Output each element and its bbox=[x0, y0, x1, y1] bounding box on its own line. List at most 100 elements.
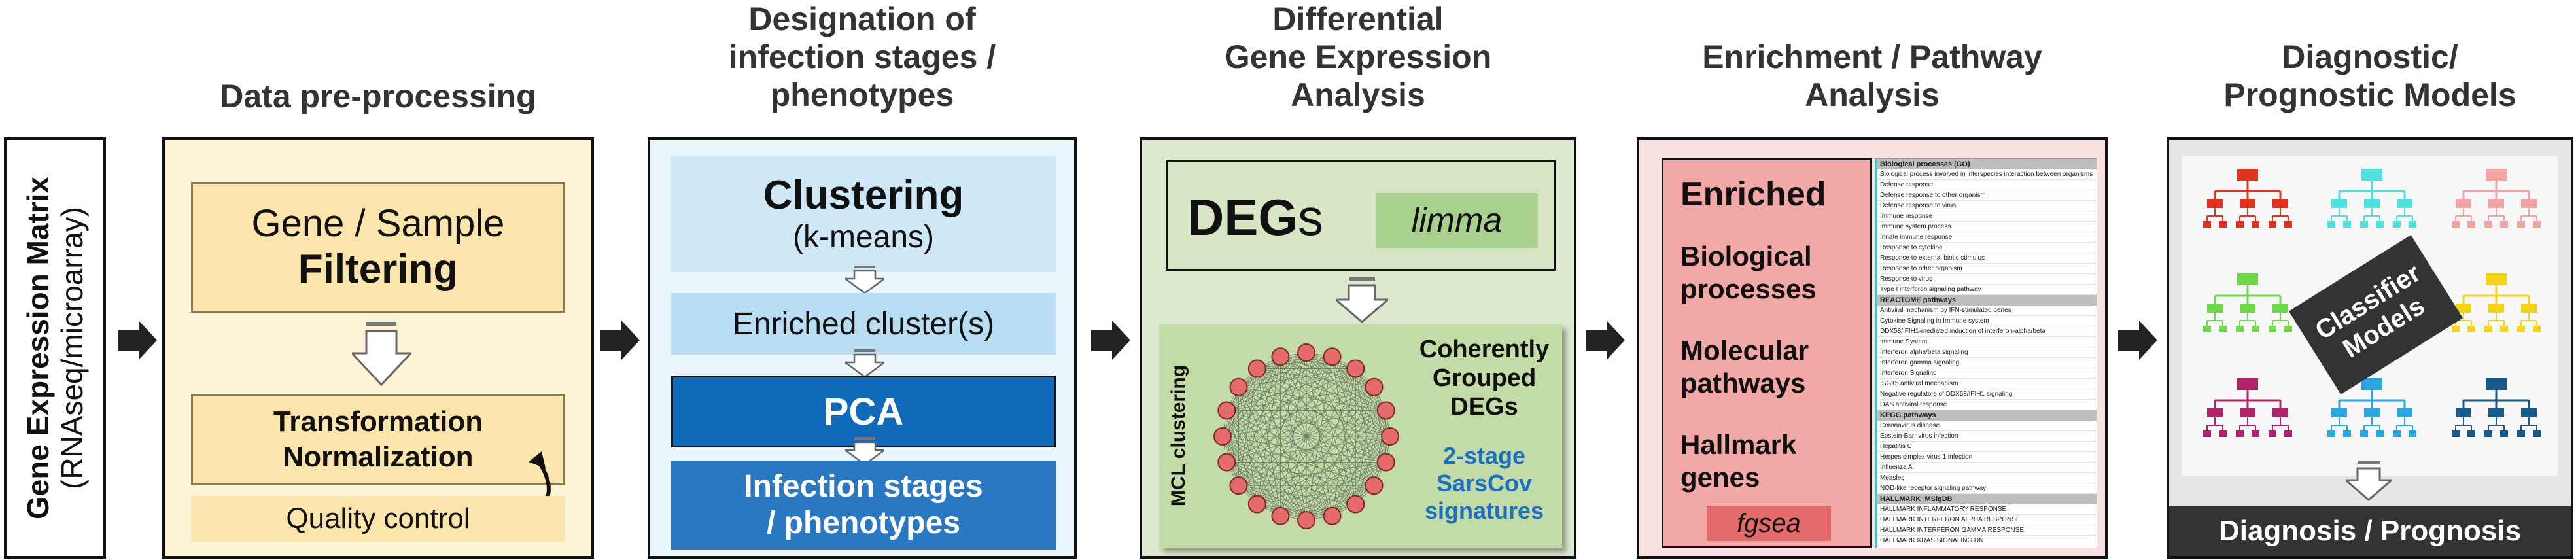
network-edge bbox=[1280, 357, 1307, 521]
network-edge bbox=[1306, 352, 1391, 437]
table-row: HALLMARK KRAS SIGNALING DN bbox=[1877, 536, 2097, 546]
network-edge bbox=[1306, 357, 1332, 521]
network-edge bbox=[1238, 368, 1258, 486]
network-edge bbox=[1355, 368, 1374, 486]
network-edge bbox=[1374, 387, 1387, 463]
network-edge bbox=[1226, 387, 1239, 463]
arrow-right-icon bbox=[1586, 321, 1625, 360]
network-edge bbox=[1355, 436, 1391, 504]
network-edge bbox=[1306, 352, 1374, 388]
network-graph bbox=[1213, 343, 1399, 529]
stage5-title: Diagnostic/ Prognostic Models bbox=[2223, 39, 2516, 113]
network-edge bbox=[1222, 436, 1307, 521]
enriched-clusters-box: Enriched cluster(s) bbox=[671, 293, 1056, 355]
decision-tree-icon bbox=[2452, 273, 2541, 332]
network-edge bbox=[1226, 410, 1239, 486]
network-edge bbox=[1257, 357, 1281, 504]
network-edge bbox=[1280, 504, 1356, 517]
infection-stages-box: Infection stages / phenotypes bbox=[671, 461, 1056, 550]
stage3-title: Differential Gene Expression Analysis bbox=[1224, 1, 1492, 113]
mcl-box: MCL clustering Coherently Grouped DEGs 2… bbox=[1159, 324, 1562, 548]
signatures-label: 2-stage SarsCov signatures bbox=[1424, 442, 1544, 524]
network-edge bbox=[1280, 356, 1391, 437]
network-edge bbox=[1226, 410, 1258, 504]
network-node bbox=[1247, 495, 1266, 514]
network-edge bbox=[1280, 352, 1307, 516]
table-row: HALLMARK INFLAMMATORY RESPONSE bbox=[1877, 504, 2097, 515]
network-edge bbox=[1238, 410, 1386, 486]
enriched-box: Enriched Biological processes Molecular … bbox=[1662, 158, 1872, 548]
network-edge bbox=[1280, 357, 1374, 486]
coherent-degs-label: Coherently Grouped DEGs bbox=[1419, 336, 1550, 421]
table-row: Response to virus bbox=[1877, 274, 2097, 285]
network-node bbox=[1229, 377, 1248, 396]
network-edge bbox=[1280, 356, 1356, 369]
network-edge bbox=[1332, 356, 1387, 411]
network-edge bbox=[1257, 357, 1332, 504]
table-row: Immune system process bbox=[1877, 222, 2097, 232]
table-row: Biological process involved in interspec… bbox=[1877, 169, 2097, 180]
table-row: ISG15 antiviral mechanism bbox=[1877, 379, 2097, 389]
network-edge bbox=[1226, 410, 1332, 517]
table-row: Antiviral mechanism by IFN-stimulated ge… bbox=[1877, 306, 2097, 316]
table-section-header: HALLMARK_MSigDB bbox=[1877, 494, 2097, 504]
network-node bbox=[1365, 476, 1384, 495]
network-node bbox=[1217, 401, 1236, 420]
network-node bbox=[1247, 359, 1266, 378]
network-edge bbox=[1238, 387, 1281, 516]
arrow-down-icon bbox=[845, 266, 884, 294]
network-node bbox=[1323, 506, 1342, 525]
table-row: Measles bbox=[1877, 473, 2097, 483]
network-edge bbox=[1280, 462, 1386, 517]
decision-tree-icon bbox=[2452, 378, 2541, 437]
table-section-header: KEGG pathways bbox=[1877, 410, 2097, 421]
network-node bbox=[1297, 343, 1315, 362]
network-edge bbox=[1238, 485, 1356, 504]
network-node bbox=[1323, 347, 1342, 366]
decision-tree-icon bbox=[2203, 169, 2292, 228]
network-edge bbox=[1238, 387, 1258, 504]
network-edge bbox=[1238, 352, 1307, 388]
network-edge bbox=[1238, 357, 1281, 486]
network-edge bbox=[1222, 357, 1281, 437]
network-edge bbox=[1257, 368, 1374, 388]
table-row: Defense response to other organism bbox=[1877, 190, 2097, 201]
network-edge bbox=[1280, 356, 1374, 388]
filtering-box: Gene / Sample Filtering bbox=[191, 182, 565, 313]
table-row: Interferon gamma signaling bbox=[1877, 358, 2097, 368]
network-edge bbox=[1257, 368, 1332, 516]
arrow-down-icon bbox=[845, 437, 884, 466]
network-edge bbox=[1238, 387, 1356, 504]
network-edge bbox=[1280, 357, 1356, 504]
decision-tree-icon bbox=[2203, 378, 2292, 437]
pca-box: PCA bbox=[671, 376, 1056, 447]
network-edge bbox=[1238, 387, 1307, 521]
network-edge bbox=[1227, 410, 1391, 437]
network-node bbox=[1229, 476, 1248, 495]
network-edge bbox=[1227, 356, 1332, 411]
network-edge bbox=[1355, 368, 1391, 437]
network-edge bbox=[1257, 368, 1386, 411]
table-section-header: Biological processes (GO) bbox=[1877, 159, 2097, 169]
table-row: Negative regulators of DDX58/IFIH1 signa… bbox=[1877, 389, 2097, 400]
network-edge bbox=[1227, 462, 1356, 504]
table-row: Type I interferon signaling pathway bbox=[1877, 285, 2097, 295]
stage2-panel: Clustering (k-means) Enriched cluster(s)… bbox=[648, 137, 1077, 559]
network-node bbox=[1346, 495, 1365, 514]
stage4-title: Enrichment / Pathway Analysis bbox=[1702, 39, 2042, 113]
network-edge bbox=[1226, 357, 1281, 463]
arrow-down-icon bbox=[1336, 277, 1388, 323]
network-edge bbox=[1355, 387, 1374, 504]
arrow-right-icon bbox=[600, 321, 640, 360]
limma-badge: limma bbox=[1376, 193, 1538, 248]
arrow-down-icon bbox=[845, 349, 884, 378]
arrow-down-icon bbox=[352, 322, 411, 387]
network-edge bbox=[1280, 368, 1356, 516]
network-node bbox=[1217, 453, 1236, 472]
fgsea-badge: fgsea bbox=[1707, 506, 1831, 541]
stage1-title: Data pre-processing bbox=[220, 78, 536, 114]
network-node bbox=[1346, 359, 1365, 378]
table-row: Hepatitis C bbox=[1877, 442, 2097, 452]
network-edge bbox=[1257, 485, 1374, 504]
network-edge bbox=[1257, 368, 1281, 516]
